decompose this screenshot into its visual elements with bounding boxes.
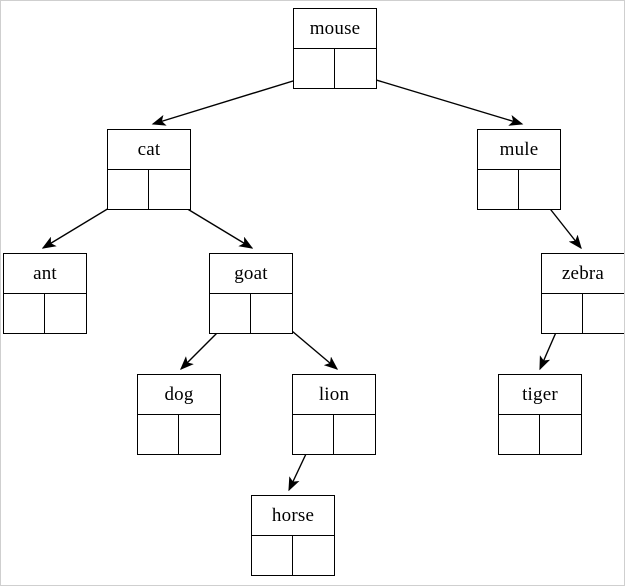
node-label-cat: cat bbox=[108, 130, 190, 170]
tree-node-mule[interactable]: mule bbox=[477, 129, 561, 210]
tree-node-goat[interactable]: goat bbox=[209, 253, 293, 334]
left-pointer-cell-cat[interactable] bbox=[108, 170, 149, 209]
node-label-goat: goat bbox=[210, 254, 292, 294]
tree-node-horse[interactable]: horse bbox=[251, 495, 335, 576]
tree-node-lion[interactable]: lion bbox=[292, 374, 376, 455]
node-label-zebra: zebra bbox=[542, 254, 624, 294]
right-pointer-cell-ant[interactable] bbox=[45, 294, 86, 333]
node-label-mouse: mouse bbox=[294, 9, 376, 49]
node-pointer-row-dog bbox=[138, 415, 220, 454]
left-pointer-cell-zebra[interactable] bbox=[542, 294, 583, 333]
right-pointer-cell-mule[interactable] bbox=[519, 170, 560, 209]
right-pointer-cell-goat[interactable] bbox=[251, 294, 292, 333]
right-pointer-cell-zebra[interactable] bbox=[583, 294, 624, 333]
left-pointer-cell-dog[interactable] bbox=[138, 415, 179, 454]
node-pointer-row-cat bbox=[108, 170, 190, 209]
tree-node-tiger[interactable]: tiger bbox=[498, 374, 582, 455]
left-pointer-cell-mule[interactable] bbox=[478, 170, 519, 209]
left-pointer-cell-ant[interactable] bbox=[4, 294, 45, 333]
right-pointer-cell-lion[interactable] bbox=[334, 415, 375, 454]
node-label-horse: horse bbox=[252, 496, 334, 536]
node-pointer-row-ant bbox=[4, 294, 86, 333]
node-label-ant: ant bbox=[4, 254, 86, 294]
right-pointer-cell-cat[interactable] bbox=[149, 170, 190, 209]
right-pointer-cell-dog[interactable] bbox=[179, 415, 220, 454]
tree-node-dog[interactable]: dog bbox=[137, 374, 221, 455]
node-label-lion: lion bbox=[293, 375, 375, 415]
left-pointer-cell-goat[interactable] bbox=[210, 294, 251, 333]
right-pointer-cell-mouse[interactable] bbox=[335, 49, 376, 88]
left-pointer-cell-horse[interactable] bbox=[252, 536, 293, 575]
left-pointer-cell-lion[interactable] bbox=[293, 415, 334, 454]
node-pointer-row-goat bbox=[210, 294, 292, 333]
left-pointer-cell-tiger[interactable] bbox=[499, 415, 540, 454]
node-pointer-row-tiger bbox=[499, 415, 581, 454]
node-pointer-row-mule bbox=[478, 170, 560, 209]
left-pointer-cell-mouse[interactable] bbox=[294, 49, 335, 88]
tree-node-cat[interactable]: cat bbox=[107, 129, 191, 210]
node-label-dog: dog bbox=[138, 375, 220, 415]
node-label-tiger: tiger bbox=[499, 375, 581, 415]
node-pointer-row-horse bbox=[252, 536, 334, 575]
tree-node-mouse[interactable]: mouse bbox=[293, 8, 377, 89]
tree-node-zebra[interactable]: zebra bbox=[541, 253, 624, 334]
node-pointer-row-zebra bbox=[542, 294, 624, 333]
right-pointer-cell-tiger[interactable] bbox=[540, 415, 581, 454]
edge-mouse-right-to-mule bbox=[352, 72, 524, 126]
node-pointer-row-mouse bbox=[294, 49, 376, 88]
node-label-mule: mule bbox=[478, 130, 560, 170]
tree-node-ant[interactable]: ant bbox=[3, 253, 87, 334]
node-pointer-row-lion bbox=[293, 415, 375, 454]
right-pointer-cell-horse[interactable] bbox=[293, 536, 334, 575]
